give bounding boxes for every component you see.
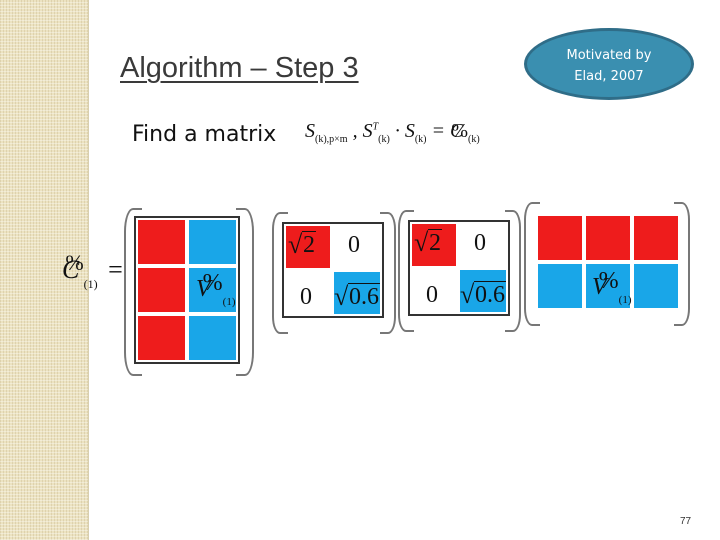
matrix-sigma2-cell xyxy=(458,222,508,268)
formula-sub-4: (k) xyxy=(468,134,480,145)
formula-sep: , xyxy=(347,120,363,142)
constraint-formula: S(k),p×m , ST(k) · S(k) = C%(k) xyxy=(305,120,480,145)
formula-sub-1: (k),p×m xyxy=(315,134,348,145)
formula-s2: S xyxy=(362,120,373,142)
sigma2-a12: 0 xyxy=(474,230,486,256)
citation-badge: Motivated by Elad, 2007 xyxy=(524,28,694,100)
matrix-sigma2-left-paren xyxy=(398,210,414,332)
slide-title: Algorithm – Step 3 xyxy=(120,52,359,84)
formula-sub-3: (k) xyxy=(414,134,427,145)
matrix-vt-cell xyxy=(632,262,680,310)
matrix-u-label-sub: (1) xyxy=(222,296,236,308)
matrix-sigma1-right-paren xyxy=(380,212,396,334)
matrix-sigma1-left-paren xyxy=(272,212,288,334)
matrix-u-label-symbol: V xyxy=(196,276,211,302)
lhs-mark: % xyxy=(65,250,84,275)
find-matrix-text: Find a matrix xyxy=(132,122,277,147)
matrix-u-cell xyxy=(187,218,238,266)
matrix-sigma1-outline xyxy=(282,222,384,318)
matrix-u-label: V%(1) xyxy=(196,270,236,308)
formula-sub-2: (k) xyxy=(378,134,390,145)
matrix-u-left-paren xyxy=(124,208,142,376)
matrix-vt-label-mark: % xyxy=(598,268,619,294)
lhs-equals: = xyxy=(108,255,123,284)
matrix-vt-cell xyxy=(536,262,584,310)
matrix-u-outline xyxy=(134,216,240,364)
lhs-symbol: C xyxy=(62,255,80,284)
sigma1-a22: 0.6 xyxy=(334,282,380,312)
matrix-vt-cell xyxy=(536,214,584,262)
matrix-u-label-mark: % xyxy=(202,270,223,296)
matrix-sigma2-right-paren xyxy=(505,210,521,332)
badge-line-2: Elad, 2007 xyxy=(574,69,644,84)
formula-rhs-mark: % xyxy=(451,120,468,142)
matrix-vt-label-symbol: V xyxy=(592,274,607,300)
formula-s3: S xyxy=(404,120,415,142)
matrix-u-right-paren xyxy=(236,208,254,376)
formula-dot: · xyxy=(389,120,405,142)
sigma1-a12: 0 xyxy=(348,232,360,258)
formula-sup-t: T xyxy=(372,121,379,133)
matrix-vt-label-sub: (1) xyxy=(618,294,632,306)
lhs-sub: (1) xyxy=(83,277,98,291)
sigma1-a11: 2 xyxy=(288,230,316,260)
matrix-sigma1-cell xyxy=(284,270,332,316)
matrix-vt-right-paren xyxy=(674,202,690,326)
matrix-u-cell xyxy=(136,266,187,314)
matrix-vt-label: V%(1) xyxy=(592,268,632,306)
matrix-u-cell xyxy=(136,314,187,362)
formula-rhs: C xyxy=(449,120,464,142)
formula-s: S xyxy=(305,120,315,142)
matrix-vt-left-paren xyxy=(524,202,540,326)
matrix-vt-cell xyxy=(632,214,680,262)
badge-line-1: Motivated by xyxy=(566,48,652,63)
matrix-sigma1-cell xyxy=(332,224,382,270)
sigma1-a21: 0 xyxy=(300,284,312,310)
matrix-u-cell xyxy=(187,266,238,314)
lhs-expression: C% (1) = xyxy=(62,250,123,292)
matrix-u-cell xyxy=(187,314,238,362)
matrix-vt-cell xyxy=(584,262,632,310)
matrix-sigma2-cell xyxy=(410,268,458,314)
decorative-side-band xyxy=(0,0,89,540)
sigma2-a21: 0 xyxy=(426,282,438,308)
matrix-sigma2-outline xyxy=(408,220,510,316)
page-number: 77 xyxy=(680,516,692,527)
matrix-u-cell xyxy=(136,218,187,266)
sigma2-a22: 0.6 xyxy=(460,280,506,310)
sigma2-a11: 2 xyxy=(414,228,442,258)
matrix-vt-cell xyxy=(584,214,632,262)
formula-eq: = xyxy=(426,120,450,142)
